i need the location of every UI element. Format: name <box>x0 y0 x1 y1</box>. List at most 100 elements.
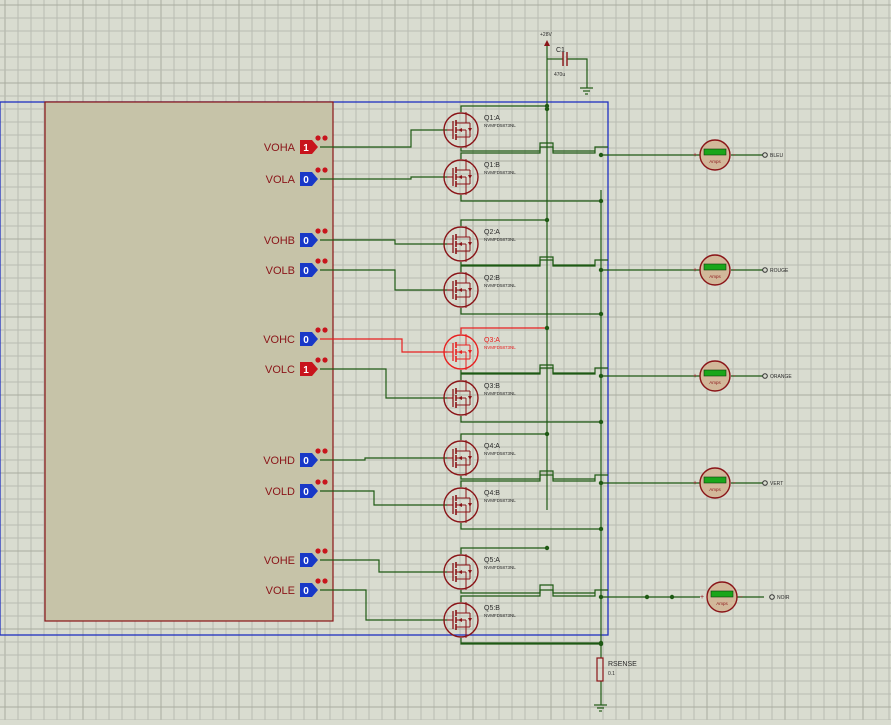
mosfet-arrow-icon <box>458 288 462 292</box>
mosfet-body-icon <box>443 380 479 416</box>
pin-label: VOHD <box>263 455 295 467</box>
mosfet-body-icon <box>443 602 479 638</box>
diode-icon <box>468 350 472 354</box>
ammeter-bleu[interactable]: Amps+-BLEU <box>693 139 783 171</box>
output-terminal-icon[interactable] <box>762 152 768 158</box>
probe-dot-icon <box>315 167 321 173</box>
logic-state-value: 0 <box>303 175 309 186</box>
terminal-plus-icon: + <box>693 373 697 380</box>
probe-dot-icon <box>322 479 328 485</box>
terminal-plus-icon: + <box>693 480 697 487</box>
ammeter-vert[interactable]: Amps+-VERT <box>693 467 783 499</box>
mosfet-name: Q3:B <box>484 383 500 390</box>
probe-dot-icon <box>322 258 328 264</box>
ammeter-rouge[interactable]: Amps+-ROUGE <box>693 254 789 286</box>
mosfet-name: Q2:B <box>484 275 500 282</box>
probe-dot-icon <box>315 357 321 363</box>
probe-dot-icon <box>322 548 328 554</box>
output-terminal-icon[interactable] <box>762 373 768 379</box>
ammeter-orange[interactable]: Amps+-ORANGE <box>693 360 792 392</box>
output-terminal-icon[interactable] <box>762 480 768 486</box>
ammeter-unit: Amps <box>709 487 721 492</box>
ammeters: Amps+-BLEUAmps+-ROUGEAmps+-ORANGEAmps+-V… <box>693 139 792 613</box>
controller-block[interactable] <box>44 101 334 622</box>
diode-icon <box>468 456 472 460</box>
logic-state-icon[interactable] <box>300 233 318 247</box>
output-label: NOIR <box>777 595 790 601</box>
diode-icon <box>468 570 472 574</box>
mosfet-body-icon <box>443 487 479 523</box>
mosfet-arrow-icon <box>458 242 462 246</box>
logic-state-icon[interactable] <box>300 553 318 567</box>
probe-dot-icon <box>322 135 328 141</box>
ammeter-noir[interactable]: Amps+-NOIR <box>700 581 790 613</box>
junction-dot <box>644 594 650 600</box>
pin-label: VOHC <box>263 334 295 346</box>
output-terminal-icon[interactable] <box>769 594 775 600</box>
probe-dot-icon <box>322 448 328 454</box>
pin-label: VOLC <box>265 364 295 376</box>
terminal-minus-icon: - <box>733 150 736 159</box>
mosfet-arrow-icon <box>458 128 462 132</box>
mosfet-body-icon <box>443 159 479 195</box>
supply-rail[interactable]: +28V <box>540 32 552 46</box>
logic-state-icon[interactable] <box>300 362 318 376</box>
mosfet-part: NVMFD5873NL <box>484 451 516 456</box>
logic-state-icon[interactable] <box>300 172 318 186</box>
logic-state-icon[interactable] <box>300 140 318 154</box>
output-terminal-icon[interactable] <box>762 267 768 273</box>
probe-dot-icon <box>315 448 321 454</box>
supply-label: +28V <box>540 32 552 38</box>
rsense-resistor[interactable]: RSENSE 0.1 <box>594 657 637 712</box>
power-arrow-icon <box>544 40 550 46</box>
junction-dot <box>598 526 604 532</box>
mosfet-name: Q4:A <box>484 443 500 450</box>
junction-dot <box>598 198 604 204</box>
output-label: BLEU <box>770 153 783 159</box>
ammeter-unit: Amps <box>709 274 721 279</box>
pin-label: VOHE <box>264 555 295 567</box>
ground-icon <box>594 704 607 712</box>
output-label: ROUGE <box>770 268 789 274</box>
probe-dot-icon <box>322 327 328 333</box>
logic-state-icon[interactable] <box>300 332 318 346</box>
logic-state-icon[interactable] <box>300 484 318 498</box>
junction-dot <box>544 103 550 109</box>
logic-state-value: 0 <box>303 335 309 346</box>
capacitor-c1[interactable]: C1 470u <box>554 47 593 95</box>
probe-dot-icon <box>315 548 321 554</box>
output-label: VERT <box>770 481 783 487</box>
diode-icon <box>468 503 472 507</box>
ammeter-unit: Amps <box>709 159 721 164</box>
mosfet-part: NVMFD5873NL <box>484 345 516 350</box>
mosfet-arrow-icon <box>458 456 462 460</box>
logic-state-icon[interactable] <box>300 453 318 467</box>
logic-state-icon[interactable] <box>300 263 318 277</box>
input-pin-vohc[interactable]: VOHC 0 <box>263 327 328 346</box>
logic-state-icon[interactable] <box>300 583 318 597</box>
diode-icon <box>468 128 472 132</box>
